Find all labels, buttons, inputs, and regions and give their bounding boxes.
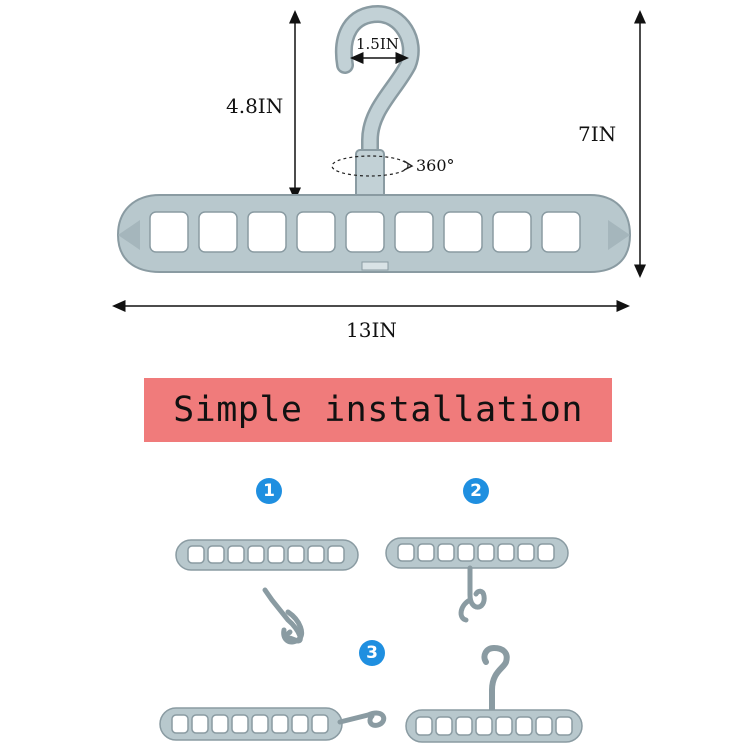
hook-height-label: 4.8IN	[226, 94, 284, 118]
hanger-hole	[207, 545, 225, 564]
hanger-body	[116, 194, 632, 273]
hanger-hole	[435, 716, 453, 736]
total-height-label: 7IN	[578, 122, 617, 146]
rotation-label: 360°	[416, 156, 455, 175]
hanger-hook	[334, 4, 420, 199]
hanger-hole	[291, 714, 309, 734]
hanger-hole	[251, 714, 269, 734]
width-label: 13IN	[346, 318, 397, 342]
hanger-hole	[492, 211, 532, 253]
hanger-hole	[227, 545, 245, 564]
hanger-hole	[555, 716, 573, 736]
hanger-hole	[541, 211, 581, 253]
hanger-hole	[171, 714, 189, 734]
hanger-hole	[247, 545, 265, 564]
hanger-hole	[247, 211, 287, 253]
hanger-hole	[477, 543, 495, 562]
hanger-hole	[271, 714, 289, 734]
hanger-hole	[437, 543, 455, 562]
hanger-hole	[537, 543, 555, 562]
hanger-hole	[515, 716, 533, 736]
hook-width-label: 1.5IN	[356, 35, 399, 53]
hanger-hole	[211, 714, 229, 734]
hanger-hole	[394, 211, 434, 253]
hanger-hole	[231, 714, 249, 734]
hanger-hole	[397, 543, 415, 562]
hanger-hole	[417, 543, 435, 562]
hanger-hole	[187, 545, 205, 564]
hanger-hole	[267, 545, 285, 564]
hanger-hole	[495, 716, 513, 736]
hanger-hole	[455, 716, 473, 736]
hanger-hole	[198, 211, 238, 253]
rotation-indicator	[331, 155, 409, 177]
step-3-badge: 3	[359, 640, 385, 666]
hanger-hole	[345, 211, 385, 253]
step-3-folded-illustration	[159, 707, 387, 741]
step-1-illustration	[175, 539, 359, 645]
hanger-hole	[497, 543, 515, 562]
hanger-hole	[517, 543, 535, 562]
installation-banner: Simple installation	[144, 378, 612, 442]
hanger-hole	[475, 716, 493, 736]
hanger-hole	[311, 714, 329, 734]
step-2-illustration	[385, 537, 569, 623]
hanger-hole	[296, 211, 336, 253]
hanger-hole	[443, 211, 483, 253]
hanger-hole	[307, 545, 325, 564]
hanger-hole	[191, 714, 209, 734]
hanger-hole	[327, 545, 345, 564]
hanger-hole	[535, 716, 553, 736]
hanger-hole	[415, 716, 433, 736]
step-3-assembled-illustration	[405, 644, 583, 743]
hanger-hole	[457, 543, 475, 562]
hanger-hole	[149, 211, 189, 253]
step-1-badge: 1	[256, 478, 282, 504]
step-2-badge: 2	[463, 478, 489, 504]
hanger-hole	[287, 545, 305, 564]
